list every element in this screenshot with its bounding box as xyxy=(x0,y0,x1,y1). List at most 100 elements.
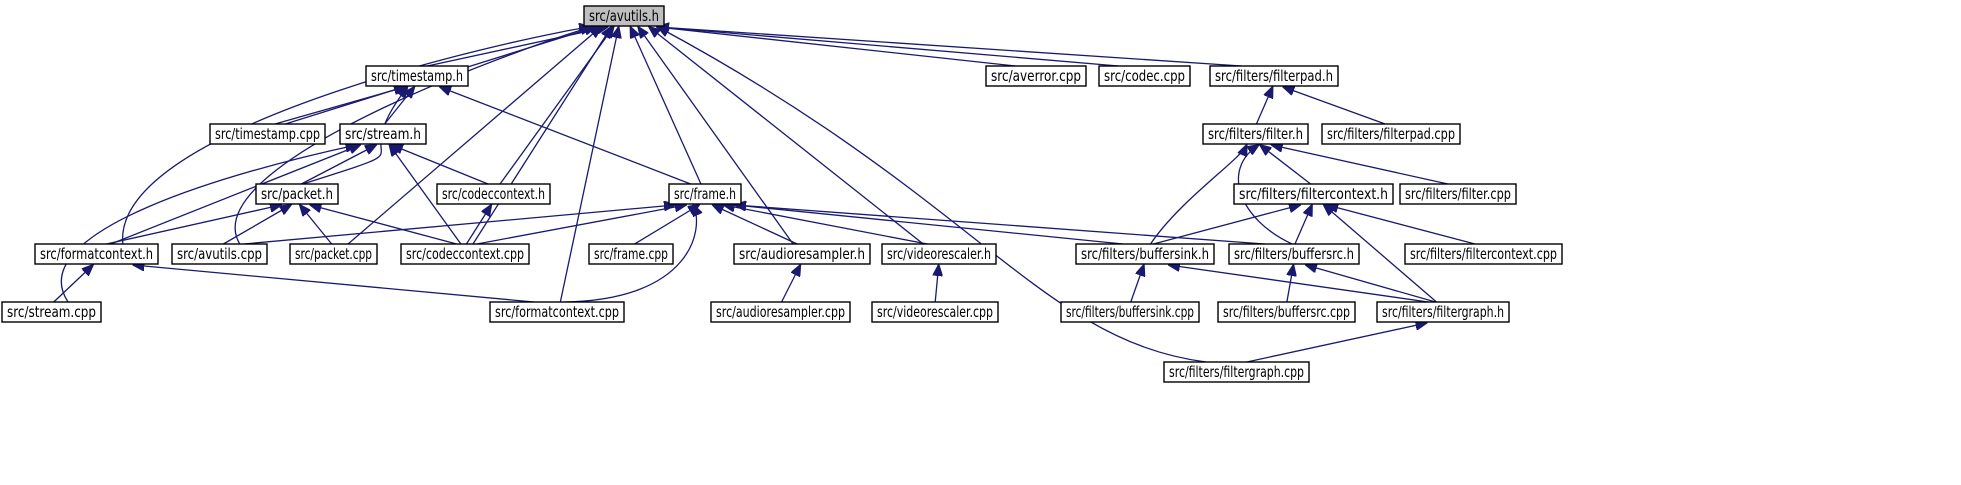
node-averror-cpp[interactable]: src/averror.cpp xyxy=(985,65,1087,87)
node-box xyxy=(583,5,665,27)
node-audioresampler-cpp[interactable]: src/audioresampler.cpp xyxy=(710,301,851,323)
node-timestamp-h[interactable]: src/timestamp.h xyxy=(365,65,469,87)
node-box xyxy=(1,301,102,323)
node-box xyxy=(1209,65,1339,87)
node-box xyxy=(255,183,339,205)
edge-formatcontext-h-to-avutils-h xyxy=(122,27,590,245)
edge-buffersrc-cpp-to-buffersrc-h xyxy=(1286,265,1294,303)
edge-packet-h-to-timestamp-h xyxy=(302,87,407,185)
node-label: src/formatcontext.cpp xyxy=(495,303,619,321)
node-label: src/filters/filter.h xyxy=(1208,125,1303,143)
node-label: src/stream.h xyxy=(345,125,421,143)
node-label: src/packet.cpp xyxy=(295,245,372,263)
node-label: src/averror.cpp xyxy=(991,67,1081,85)
edge-packet-h-to-stream-h xyxy=(300,145,376,185)
node-box xyxy=(289,243,378,265)
node-label: src/filters/filterpad.cpp xyxy=(1327,125,1455,143)
node-box xyxy=(171,243,268,265)
node-box xyxy=(1233,183,1394,205)
edge-formatcontext-h-to-stream-h xyxy=(110,145,360,245)
node-formatcontext-cpp[interactable]: src/formatcontext.cpp xyxy=(489,301,625,323)
node-codeccontext-cpp[interactable]: src/codeccontext.cpp xyxy=(400,243,530,265)
node-label: src/audioresampler.h xyxy=(739,245,865,263)
edge-filtercontext-cpp-to-filtercontext-h xyxy=(1327,205,1476,245)
node-buffersrc-cpp[interactable]: src/filters/buffersrc.cpp xyxy=(1217,301,1356,323)
edge-codeccontext-cpp-to-frame-h xyxy=(476,205,686,245)
node-frame-cpp[interactable]: src/frame.cpp xyxy=(588,243,674,265)
node-label: src/filters/buffersrc.h xyxy=(1234,245,1354,263)
node-label: src/filters/buffersrc.cpp xyxy=(1223,303,1350,321)
node-videorescaler-cpp[interactable]: src/videorescaler.cpp xyxy=(871,301,999,323)
node-label: src/frame.cpp xyxy=(594,245,668,263)
node-filtergraph-cpp[interactable]: src/filters/filtergraph.cpp xyxy=(1163,361,1310,383)
edge-filterpad-cpp-to-filterpad-h xyxy=(1283,87,1386,125)
node-audioresampler-h[interactable]: src/audioresampler.h xyxy=(733,243,871,265)
node-label: src/codeccontext.h xyxy=(442,185,545,203)
node-label: src/videorescaler.h xyxy=(887,245,991,263)
edge-filtergraph-h-to-buffersrc-h xyxy=(1306,265,1436,303)
edge-buffersink-h-to-filter-h xyxy=(1149,145,1247,245)
node-filtercontext-h[interactable]: src/filters/filtercontext.h xyxy=(1233,183,1394,205)
node-packet-cpp[interactable]: src/packet.cpp xyxy=(289,243,378,265)
node-box xyxy=(668,183,742,205)
node-filter-cpp[interactable]: src/filters/filter.cpp xyxy=(1399,183,1517,205)
node-avutils-cpp[interactable]: src/avutils.cpp xyxy=(171,243,268,265)
edge-filtergraph-h-to-filtercontext-h xyxy=(1324,205,1437,303)
node-filterpad-h[interactable]: src/filters/filterpad.h xyxy=(1209,65,1339,87)
node-label: src/filters/filtercontext.h xyxy=(1239,185,1388,203)
edges xyxy=(53,27,1476,363)
edge-codec-cpp-to-avutils-h xyxy=(658,27,1119,67)
node-filterpad-cpp[interactable]: src/filters/filterpad.cpp xyxy=(1321,123,1461,145)
node-buffersink-cpp[interactable]: src/filters/buffersink.cpp xyxy=(1060,301,1200,323)
edge-codeccontext-cpp-to-codeccontext-h xyxy=(465,205,491,245)
node-packet-h[interactable]: src/packet.h xyxy=(255,183,339,205)
edge-formatcontext-cpp-to-frame-h xyxy=(564,205,696,303)
node-stream-h[interactable]: src/stream.h xyxy=(339,123,427,145)
edge-buffersink-h-to-filtercontext-h xyxy=(1153,205,1300,245)
node-formatcontext-h[interactable]: src/formatcontext.h xyxy=(34,243,159,265)
node-box xyxy=(1376,301,1510,323)
node-box xyxy=(1321,123,1461,145)
node-label: src/filters/filtercontext.cpp xyxy=(1410,245,1557,263)
node-box xyxy=(339,123,427,145)
node-filtergraph-h[interactable]: src/filters/filtergraph.h xyxy=(1376,301,1510,323)
node-codeccontext-h[interactable]: src/codeccontext.h xyxy=(436,183,551,205)
node-box xyxy=(1098,65,1191,87)
node-label: src/videorescaler.cpp xyxy=(877,303,993,321)
node-box xyxy=(710,301,851,323)
edge-timestamp-cpp-to-timestamp-h xyxy=(274,87,405,125)
edge-filtercontext-h-to-filter-h xyxy=(1260,145,1311,185)
edge-stream-h-to-timestamp-h xyxy=(384,87,415,125)
node-box xyxy=(1217,301,1356,323)
node-label: src/filters/buffersink.h xyxy=(1081,245,1209,263)
edge-avutils-cpp-to-avutils-h xyxy=(234,27,592,245)
node-box xyxy=(733,243,871,265)
node-stream-cpp[interactable]: src/stream.cpp xyxy=(1,301,102,323)
edge-avutils-cpp-to-frame-h xyxy=(243,205,675,245)
node-label: src/codeccontext.cpp xyxy=(406,245,524,263)
node-box xyxy=(985,65,1087,87)
edge-codeccontext-cpp-to-avutils-h xyxy=(472,27,611,245)
node-buffersink-h[interactable]: src/filters/buffersink.h xyxy=(1075,243,1215,265)
node-box xyxy=(489,301,625,323)
node-filter-h[interactable]: src/filters/filter.h xyxy=(1202,123,1309,145)
node-timestamp-cpp[interactable]: src/timestamp.cpp xyxy=(209,123,326,145)
node-videorescaler-h[interactable]: src/videorescaler.h xyxy=(881,243,997,265)
node-box xyxy=(1163,361,1310,383)
node-label: src/filters/filtergraph.cpp xyxy=(1169,363,1304,381)
node-codec-cpp[interactable]: src/codec.cpp xyxy=(1098,65,1191,87)
node-frame-h[interactable]: src/frame.h xyxy=(668,183,742,205)
node-buffersrc-h[interactable]: src/filters/buffersrc.h xyxy=(1228,243,1360,265)
edge-audioresampler-cpp-to-audioresampler-h xyxy=(780,265,801,303)
edge-formatcontext-cpp-to-formatcontext-h xyxy=(133,265,535,303)
edge-timestamp-h-to-avutils-h xyxy=(427,27,607,67)
edge-buffersrc-h-to-frame-h xyxy=(735,205,1265,245)
node-filtercontext-cpp[interactable]: src/filters/filtercontext.cpp xyxy=(1404,243,1563,265)
node-box xyxy=(1399,183,1517,205)
edge-videorescaler-cpp-to-videorescaler-h xyxy=(935,265,938,303)
edge-formatcontext-cpp-to-avutils-h xyxy=(559,27,618,303)
node-avutils-h[interactable]: src/avutils.h xyxy=(583,5,665,27)
edge-frame-cpp-to-frame-h xyxy=(634,205,699,245)
nodes: src/avutils.h src/timestamp.h src/averror.… xyxy=(1,5,1563,383)
node-box xyxy=(881,243,997,265)
